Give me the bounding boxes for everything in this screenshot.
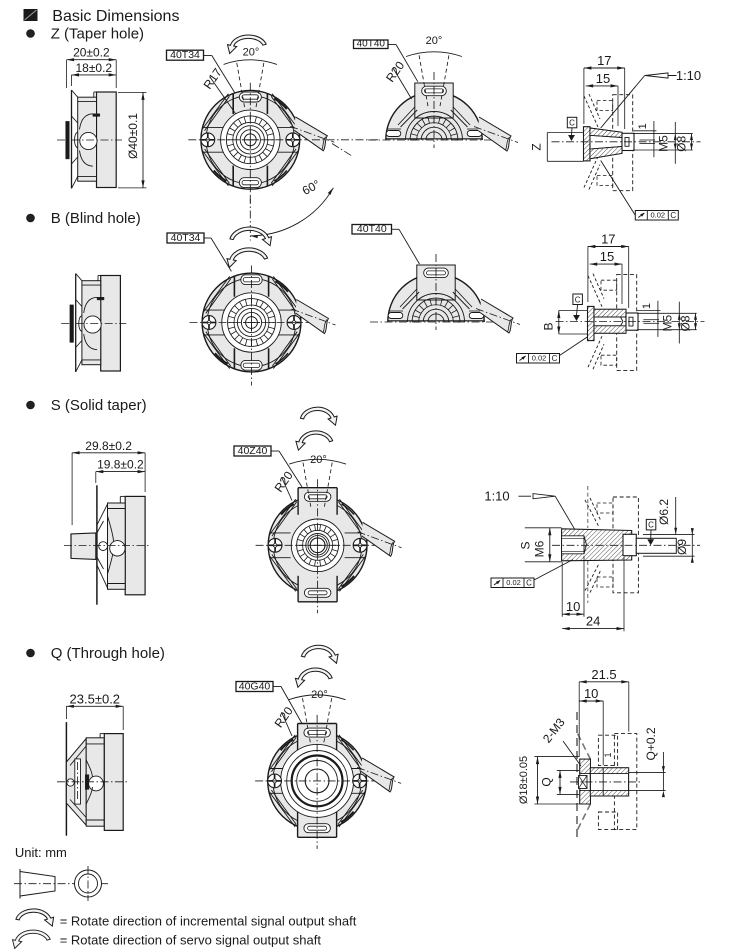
svg-text:Q+0.2: Q+0.2 <box>644 727 658 760</box>
svg-text:24: 24 <box>586 614 600 629</box>
svg-text:C: C <box>552 354 558 363</box>
svg-text:10: 10 <box>584 686 598 701</box>
svg-text:1: 1 <box>603 752 613 757</box>
svg-text:17: 17 <box>601 232 615 247</box>
svg-text:= Rotate direction of servo si: = Rotate direction of servo signal outpu… <box>60 933 322 948</box>
svg-text:0.02: 0.02 <box>650 211 665 220</box>
svg-text:20°: 20° <box>243 47 260 59</box>
svg-text:20°: 20° <box>310 454 327 466</box>
svg-text:1:10: 1:10 <box>676 68 701 83</box>
svg-text:1:10: 1:10 <box>484 489 509 504</box>
svg-text:Ø8: Ø8 <box>674 135 688 151</box>
svg-text:B (Blind hole): B (Blind hole) <box>51 210 141 227</box>
svg-text:40T34: 40T34 <box>170 49 200 61</box>
svg-text:Z (Taper hole): Z (Taper hole) <box>51 26 144 43</box>
svg-text:1: 1 <box>637 123 649 129</box>
svg-text:S: S <box>519 541 533 549</box>
svg-text:C: C <box>569 119 575 128</box>
svg-text:19.8±0.2: 19.8±0.2 <box>97 458 144 472</box>
svg-text:40G40: 40G40 <box>239 680 271 692</box>
svg-text:40T34: 40T34 <box>171 232 201 244</box>
svg-text:40T40: 40T40 <box>357 223 387 235</box>
svg-text:C: C <box>526 578 532 587</box>
svg-text:1: 1 <box>641 303 653 309</box>
svg-text:C: C <box>670 211 676 220</box>
svg-text:B: B <box>542 322 556 330</box>
svg-text:17: 17 <box>597 53 611 68</box>
svg-text:Q (Through hole): Q (Through hole) <box>51 645 165 662</box>
svg-text:21.5: 21.5 <box>591 667 616 682</box>
svg-text:S (Solid taper): S (Solid taper) <box>51 397 147 414</box>
svg-text:Ø6.2: Ø6.2 <box>657 499 671 525</box>
svg-text:15: 15 <box>600 249 614 264</box>
svg-text:Q: Q <box>540 777 554 786</box>
svg-text:Ø9: Ø9 <box>675 539 689 555</box>
svg-text:Ø40±0.1: Ø40±0.1 <box>126 113 140 159</box>
svg-text:20±0.2: 20±0.2 <box>73 46 110 60</box>
svg-text:40T40: 40T40 <box>357 38 386 49</box>
svg-text:C: C <box>648 521 654 530</box>
svg-text:Basic Dimensions: Basic Dimensions <box>52 8 179 25</box>
svg-text:Unit: mm: Unit: mm <box>15 845 67 860</box>
svg-text:M5: M5 <box>657 135 671 152</box>
svg-text:0.02: 0.02 <box>532 354 547 363</box>
svg-text:10: 10 <box>566 599 580 614</box>
svg-text:Ø8: Ø8 <box>678 315 692 331</box>
svg-text:C: C <box>575 295 581 304</box>
svg-text:M5: M5 <box>661 315 675 332</box>
svg-text:18±0.2: 18±0.2 <box>75 61 112 75</box>
svg-text:15: 15 <box>596 71 610 86</box>
svg-text:Z: Z <box>530 143 544 150</box>
svg-text:23.5±0.2: 23.5±0.2 <box>70 691 121 706</box>
svg-text:20°: 20° <box>426 35 443 47</box>
svg-text:M6: M6 <box>533 540 547 557</box>
svg-text:0.02: 0.02 <box>506 578 521 587</box>
svg-text:29.8±0.2: 29.8±0.2 <box>85 439 132 453</box>
svg-text:= Rotate direction of incremen: = Rotate direction of incremental signal… <box>60 914 357 929</box>
svg-text:40Z40: 40Z40 <box>238 445 268 457</box>
svg-text:Ø18±0.05: Ø18±0.05 <box>518 756 530 804</box>
